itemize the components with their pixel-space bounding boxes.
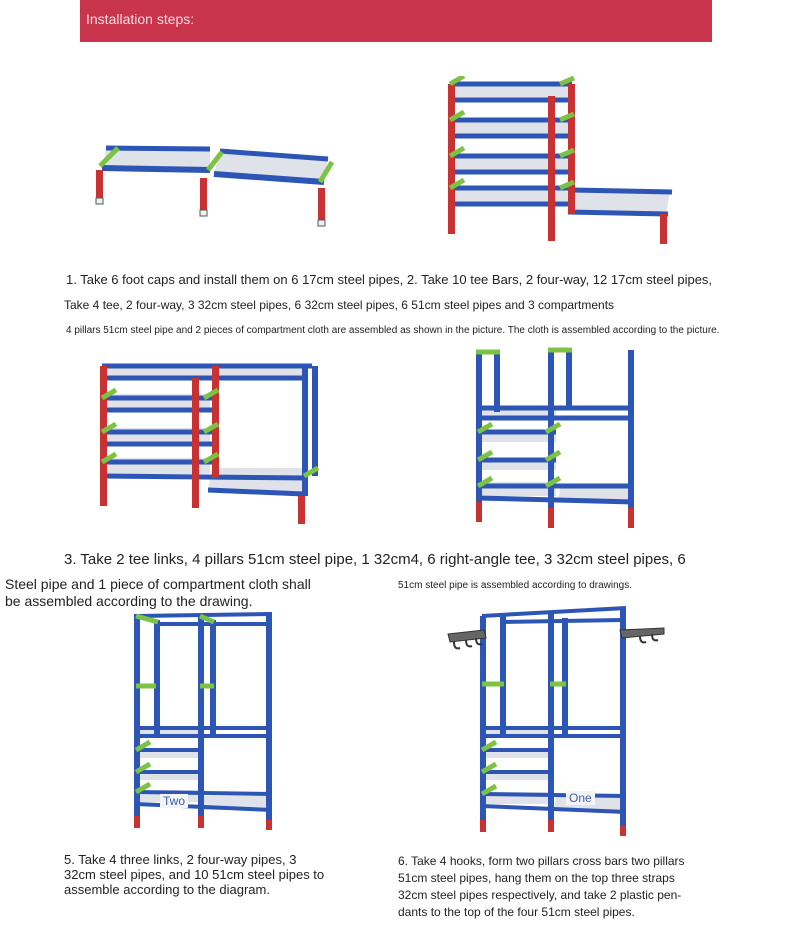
banner-title: Installation steps: bbox=[86, 11, 195, 27]
step-8-text-line-1: 6. Take 4 hooks, form two pillars cross … bbox=[398, 854, 685, 868]
figure-step-4 bbox=[476, 347, 635, 528]
figure-step-5 bbox=[134, 612, 273, 830]
figure-step-6 bbox=[447, 606, 665, 836]
figure-step-3 bbox=[100, 363, 320, 524]
figure-step-2 bbox=[448, 76, 673, 244]
step-8-text-line-3: 32cm steel pipes respectively, and take … bbox=[398, 888, 682, 902]
step-2-text: Take 4 tee, 2 four-way, 3 32cm steel pip… bbox=[64, 298, 615, 312]
step-8-text-line-2: 51cm steel pipes, hang them on the top t… bbox=[398, 871, 675, 885]
figure-step-1 bbox=[95, 145, 335, 227]
step-5-text-line-2: be assembled according to the drawing. bbox=[5, 593, 253, 609]
label-two: Two bbox=[160, 794, 189, 808]
step-7-text-line-3: assemble according to the diagram. bbox=[64, 882, 270, 897]
step-1-text: 1. Take 6 foot caps and install them on … bbox=[66, 272, 713, 287]
step-5-text-line-1: Steel pipe and 1 piece of compartment cl… bbox=[5, 576, 311, 592]
banner: Installation steps: bbox=[80, 0, 712, 42]
step-3-text: 4 pillars 51cm steel pipe and 2 pieces o… bbox=[66, 325, 720, 336]
step-7-text-line-1: 5. Take 4 three links, 2 four-way pipes,… bbox=[64, 852, 297, 867]
step-6-text: 51cm steel pipe is assembled according t… bbox=[398, 580, 633, 591]
step-8-text-line-4: dants to the top of the four 51cm steel … bbox=[398, 905, 635, 919]
step-4-text: 3. Take 2 tee links, 4 pillars 51cm stee… bbox=[64, 551, 686, 568]
step-7-text-line-2: 32cm steel pipes, and 10 51cm steel pipe… bbox=[64, 867, 325, 882]
label-one: One bbox=[566, 791, 595, 805]
